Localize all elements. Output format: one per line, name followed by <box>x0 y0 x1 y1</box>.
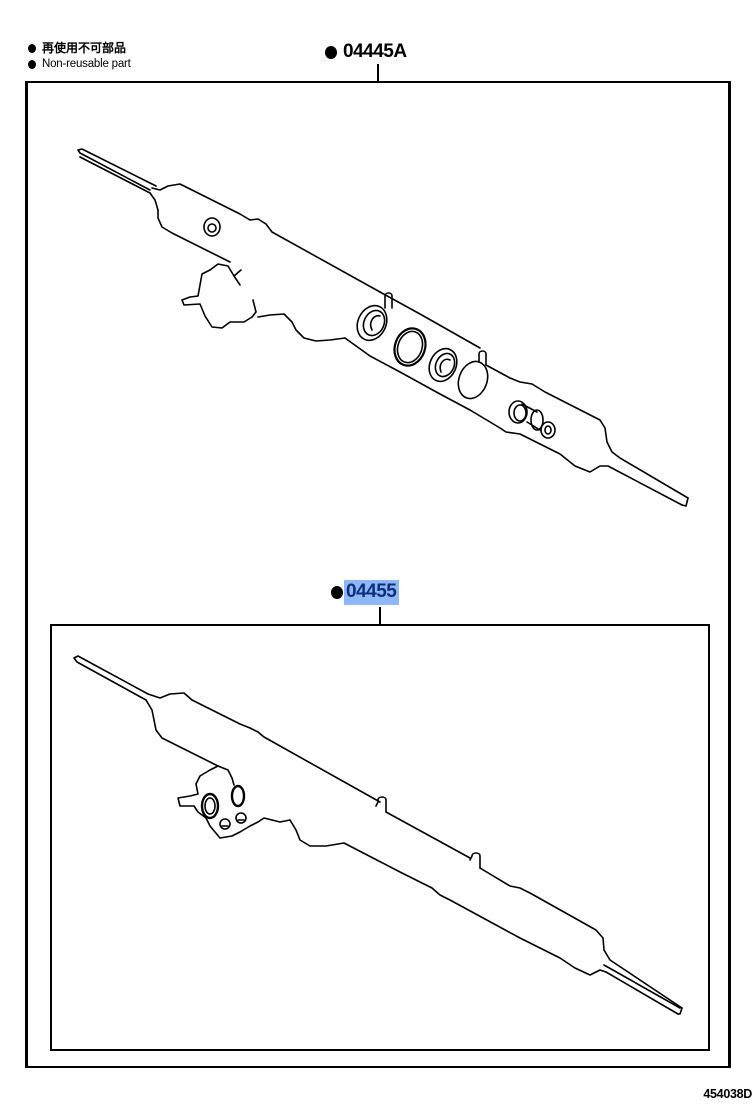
part-callout-top[interactable]: 04445A <box>325 41 407 63</box>
legend: 再使用不可部品 Non-reusable part <box>28 40 131 72</box>
leader-line-top <box>377 64 379 82</box>
part-callout-bottom[interactable]: 04455 <box>331 580 400 605</box>
part-number-label[interactable]: 04445A <box>343 41 407 62</box>
part-number-label-highlighted[interactable]: 04455 <box>344 580 400 605</box>
legend-text-en: Non-reusable part <box>42 58 131 70</box>
leader-line-bottom <box>379 607 381 625</box>
non-reusable-bullet-icon <box>325 45 337 59</box>
steering-rack-top-illustration <box>77 148 689 507</box>
steering-rack-bottom-illustration <box>73 655 683 1015</box>
non-reusable-bullet-icon <box>331 586 343 599</box>
kit-box-inner <box>50 624 710 1051</box>
legend-item-en: Non-reusable part <box>28 56 131 72</box>
bullet-icon <box>28 43 36 53</box>
legend-item-jp: 再使用不可部品 <box>28 40 131 56</box>
legend-text-jp: 再使用不可部品 <box>42 41 127 55</box>
figure-id: 454038D <box>703 1087 752 1101</box>
bullet-icon <box>28 59 36 69</box>
kit-box-outer <box>25 81 731 1068</box>
